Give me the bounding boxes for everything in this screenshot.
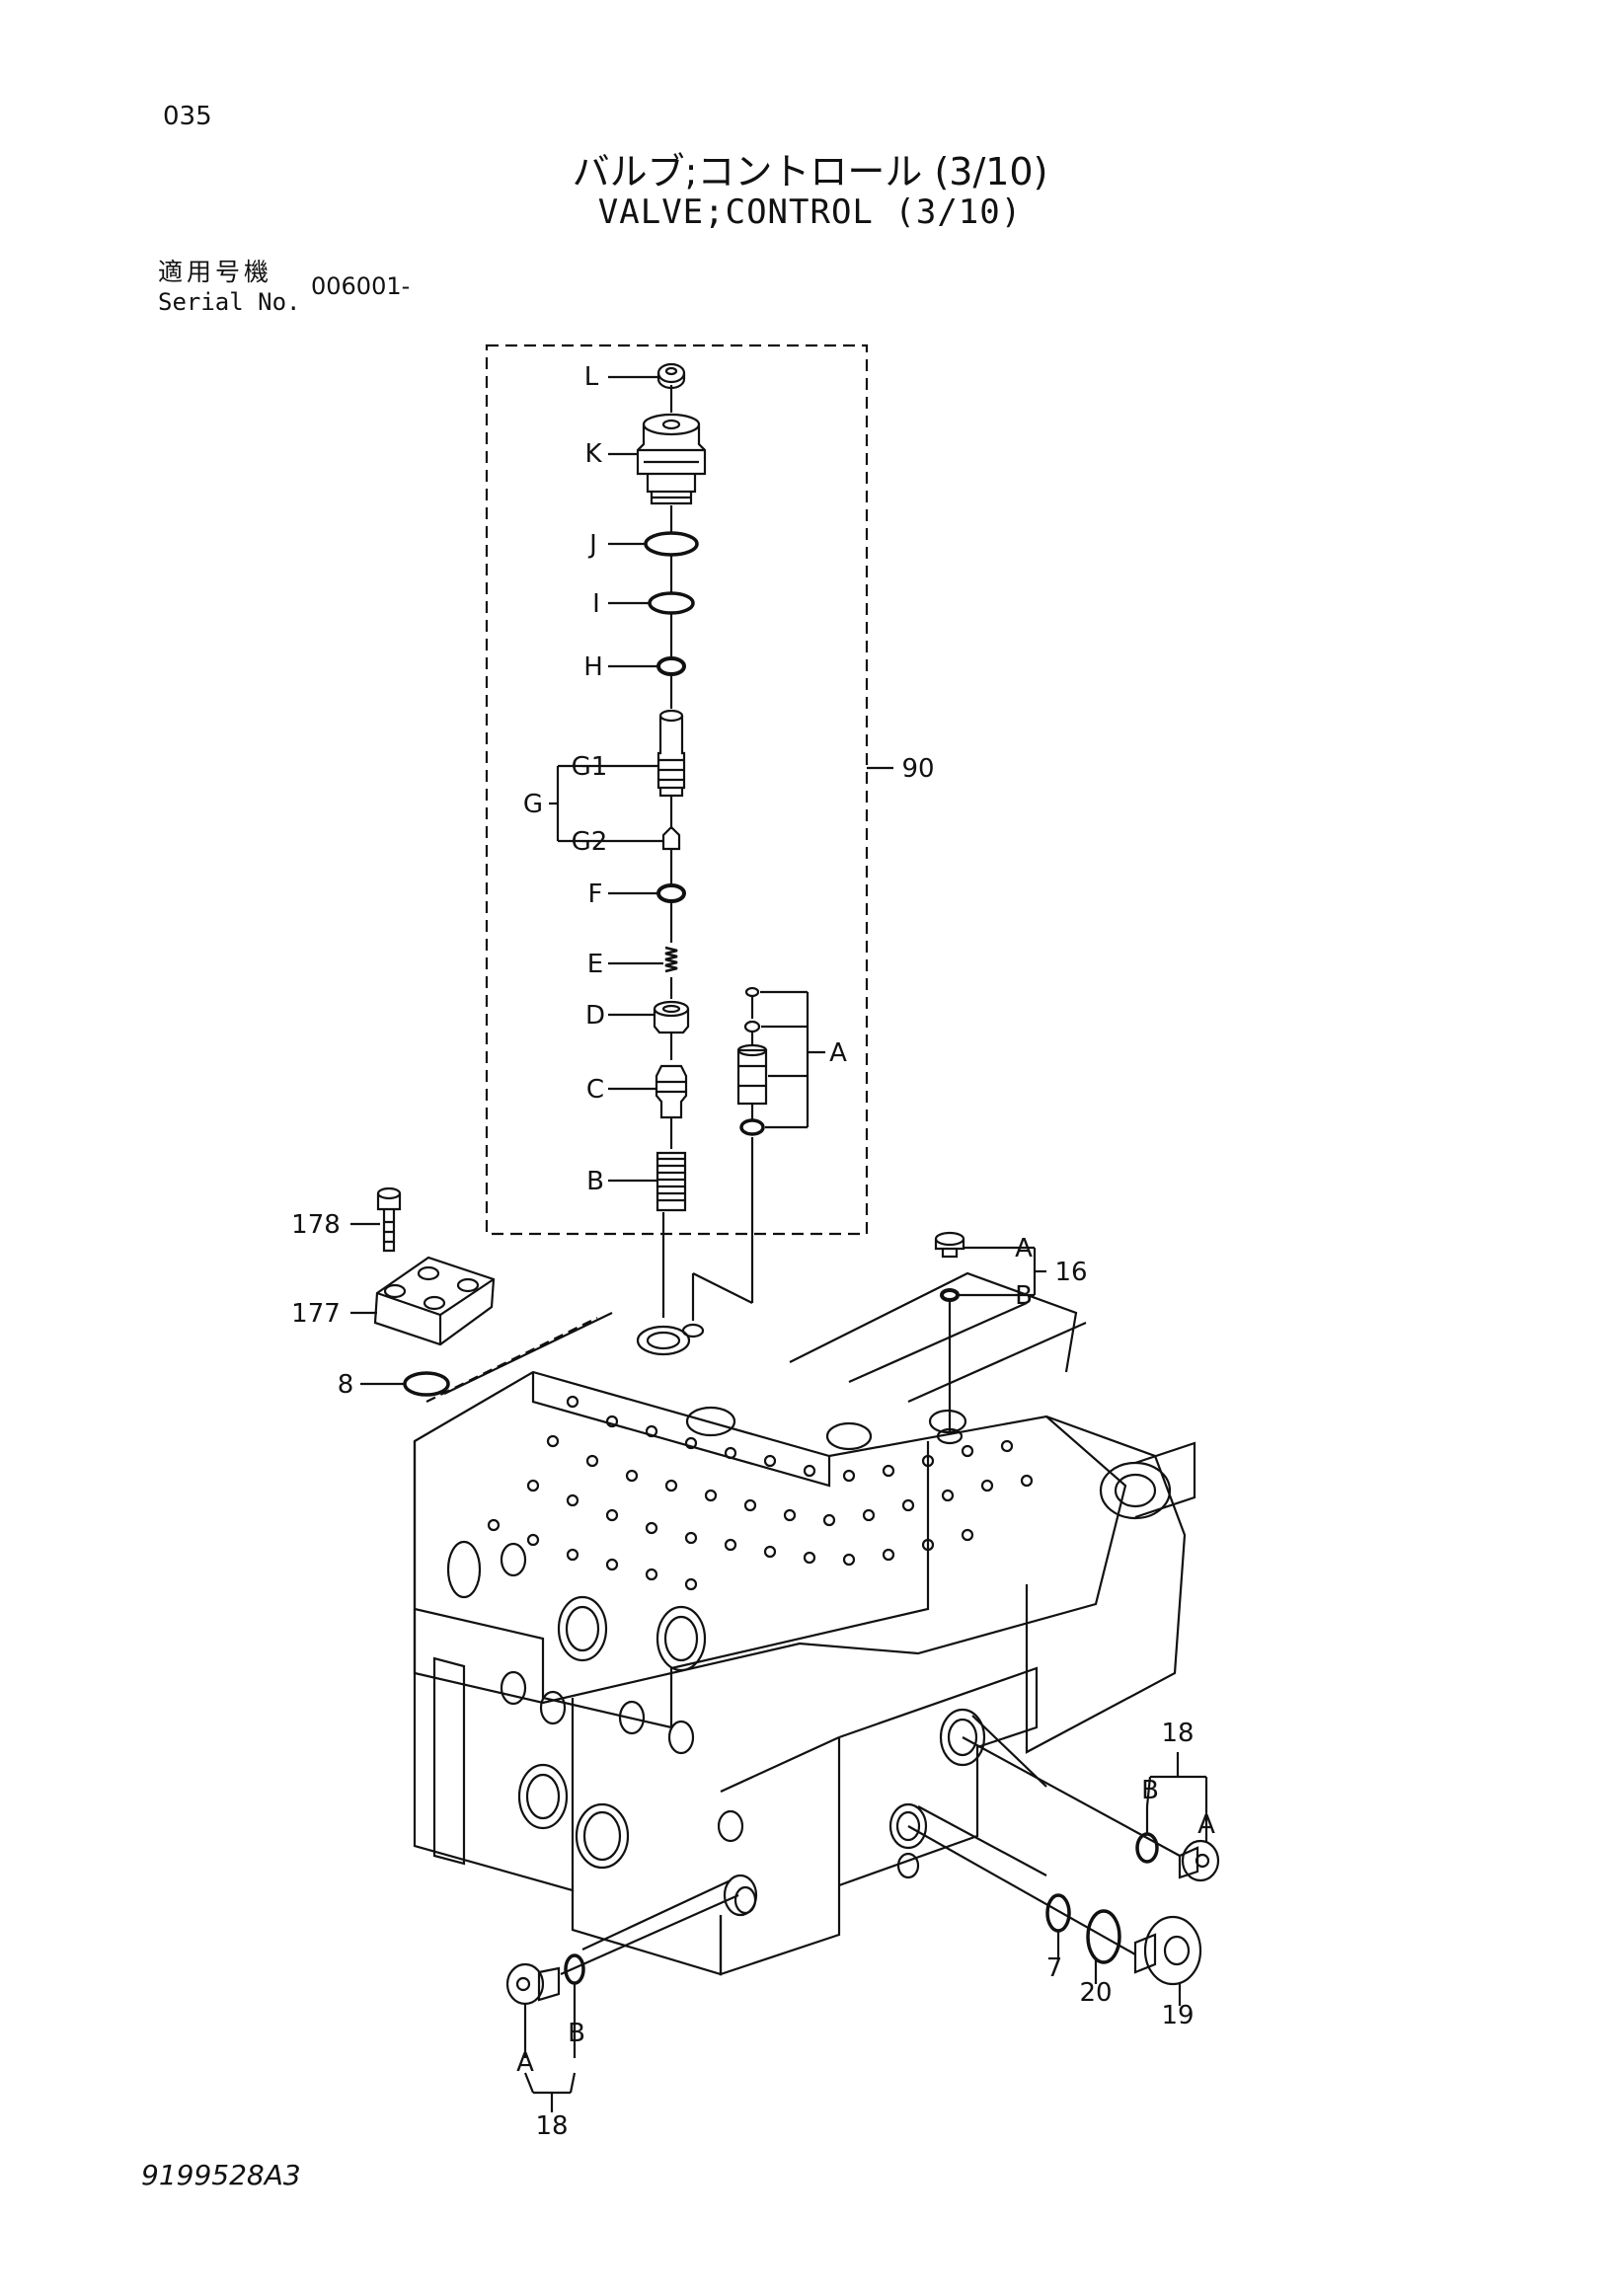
callout-7: 7: [1046, 1953, 1063, 1983]
title-english: VALVE;CONTROL (3/10): [597, 192, 1023, 232]
part-h-o-ring: [656, 656, 686, 676]
callout-i: I: [592, 589, 600, 619]
callout-18-left-a: A: [516, 2048, 534, 2078]
callout-20: 20: [1079, 1978, 1112, 2008]
part-18-left-o-ring: [564, 1953, 585, 1985]
callout-e: E: [587, 950, 603, 979]
part-a-assembly: [736, 986, 768, 1136]
page-number: 035: [163, 102, 212, 131]
part-8-o-ring: [403, 1371, 450, 1397]
part-18-left-plug: [505, 1962, 561, 2006]
part-16-plug: [934, 1231, 965, 1259]
callout-b: B: [586, 1167, 604, 1196]
kit-90-boundary: [485, 344, 869, 1236]
callout-18-left-b: B: [568, 2019, 585, 2048]
callout-177: 177: [291, 1299, 341, 1329]
callout-l: L: [584, 362, 599, 392]
part-177-cover: [373, 1256, 496, 1346]
serial-label-english: Serial No.: [158, 288, 301, 316]
serial-number-range: 006001-: [311, 272, 411, 300]
part-c-piston: [655, 1064, 688, 1119]
part-b-adjusting-screw: [656, 1151, 687, 1212]
callout-j: J: [587, 530, 597, 560]
callout-f: F: [588, 880, 603, 909]
callout-8: 8: [338, 1370, 354, 1400]
part-i-backup-ring: [648, 591, 695, 615]
callout-19: 19: [1161, 2001, 1194, 2030]
drawing-number: 9199528A3: [141, 2159, 301, 2191]
callout-18-left: 18: [535, 2111, 568, 2141]
part-7-o-ring: [1045, 1893, 1071, 1933]
part-18-right-plug: [1178, 1839, 1220, 1882]
part-f-o-ring: [656, 883, 686, 903]
callout-g1: G1: [572, 752, 608, 782]
part-g2-poppet: [661, 825, 681, 851]
part-g1-plunger: [656, 709, 686, 798]
part-19-plug: [1133, 1915, 1202, 1986]
callout-18-right: 18: [1161, 1719, 1194, 1748]
callout-18-right-b: B: [1141, 1776, 1159, 1805]
part-178-bolt: [376, 1186, 402, 1253]
callout-g: G: [523, 790, 543, 819]
callout-90: 90: [901, 754, 934, 784]
title-japanese: バルブ;コントロール (3/10): [572, 150, 1048, 193]
callout-k: K: [584, 439, 602, 469]
callout-16-b: B: [1015, 1281, 1033, 1311]
callout-16: 16: [1054, 1258, 1087, 1287]
part-20-backup-ring: [1086, 1909, 1121, 1964]
callout-16-a: A: [1015, 1234, 1033, 1263]
callout-h: H: [583, 652, 603, 682]
serial-label-japanese: 適用号機: [158, 258, 273, 286]
part-d-seat: [653, 1000, 690, 1034]
part-j-o-ring: [644, 531, 699, 557]
callout-g2: G2: [572, 827, 608, 857]
control-valve-housing: [413, 1271, 1196, 1976]
callout-a: A: [829, 1038, 847, 1068]
callout-178: 178: [291, 1210, 341, 1240]
callout-18-right-a: A: [1197, 1810, 1215, 1840]
part-e-spring: [664, 946, 678, 973]
part-l-nut: [656, 362, 686, 390]
callout-d: D: [585, 1001, 605, 1031]
callout-c: C: [586, 1075, 604, 1105]
part-k-valve-body: [636, 413, 707, 505]
